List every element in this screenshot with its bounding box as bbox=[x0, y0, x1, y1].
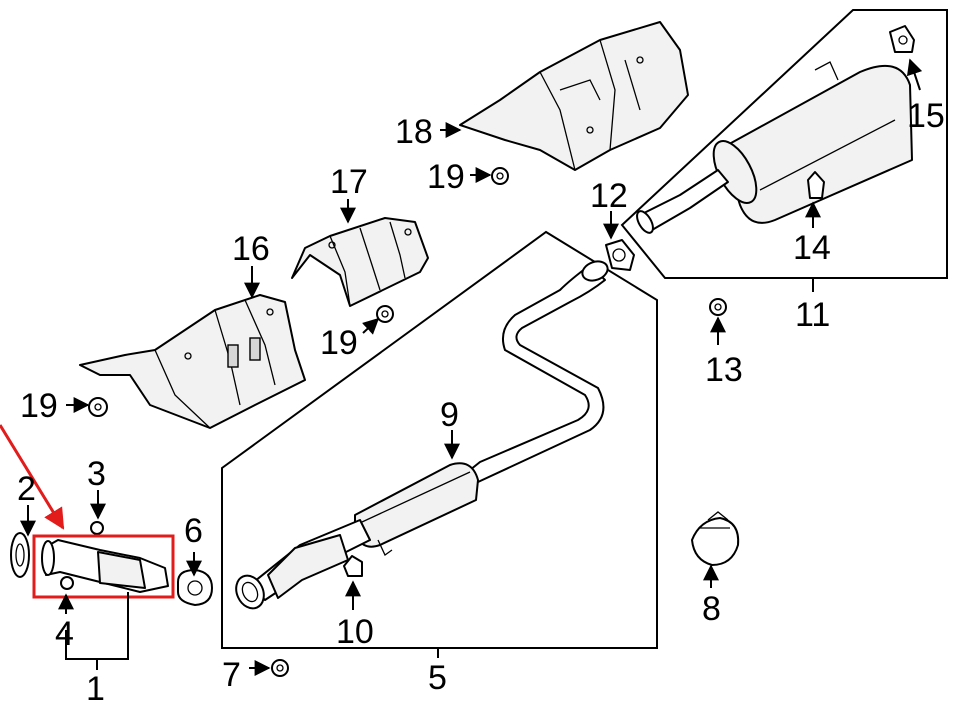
callout-3: 3 bbox=[87, 455, 106, 493]
callout-10: 10 bbox=[336, 613, 374, 651]
callout-8: 8 bbox=[702, 590, 721, 628]
callout-4: 4 bbox=[55, 615, 74, 653]
callout-12: 12 bbox=[590, 177, 628, 215]
muffler-assembly bbox=[636, 61, 913, 234]
highlight-arrow bbox=[0, 424, 65, 530]
muffler-group-frame bbox=[620, 9, 948, 279]
center-heat-shield bbox=[291, 217, 429, 307]
nut-19a bbox=[491, 167, 509, 185]
muffler-gasket bbox=[605, 239, 635, 271]
front-pipe-catalytic-converter bbox=[41, 521, 169, 593]
highlight-box bbox=[32, 534, 175, 599]
callout-18: 18 bbox=[395, 113, 433, 151]
callout-9: 9 bbox=[440, 396, 459, 434]
front-heat-shield bbox=[79, 294, 306, 429]
callout-15: 15 bbox=[907, 97, 945, 135]
callout-7: 7 bbox=[222, 656, 241, 694]
callout-17: 17 bbox=[330, 163, 368, 201]
gasket-2 bbox=[10, 532, 30, 578]
callout-16: 16 bbox=[232, 230, 270, 268]
nut-19c bbox=[88, 397, 108, 417]
leader-lines bbox=[20, 58, 923, 676]
center-pipe bbox=[235, 260, 609, 610]
rubber-hanger-15 bbox=[889, 25, 915, 53]
callout-5: 5 bbox=[428, 659, 447, 697]
callout-19-mid: 19 bbox=[320, 324, 358, 362]
nut-7 bbox=[271, 659, 289, 677]
rear-heat-shield bbox=[459, 21, 689, 171]
hanger-10 bbox=[343, 555, 363, 577]
muffler-hanger bbox=[807, 171, 825, 199]
callout-6: 6 bbox=[184, 512, 203, 550]
callout-11: 11 bbox=[795, 296, 830, 334]
gasket-6 bbox=[177, 569, 213, 606]
center-pipe-group-frame bbox=[221, 230, 658, 649]
callout-2: 2 bbox=[17, 470, 36, 508]
clamp-8 bbox=[691, 511, 740, 566]
callout-14: 14 bbox=[793, 229, 831, 267]
callout-19-left: 19 bbox=[20, 387, 58, 425]
nut-13 bbox=[709, 298, 727, 316]
callout-13: 13 bbox=[705, 351, 743, 389]
callout-19-top: 19 bbox=[427, 158, 465, 196]
callout-1: 1 bbox=[86, 670, 105, 708]
nut-19b bbox=[376, 305, 394, 323]
